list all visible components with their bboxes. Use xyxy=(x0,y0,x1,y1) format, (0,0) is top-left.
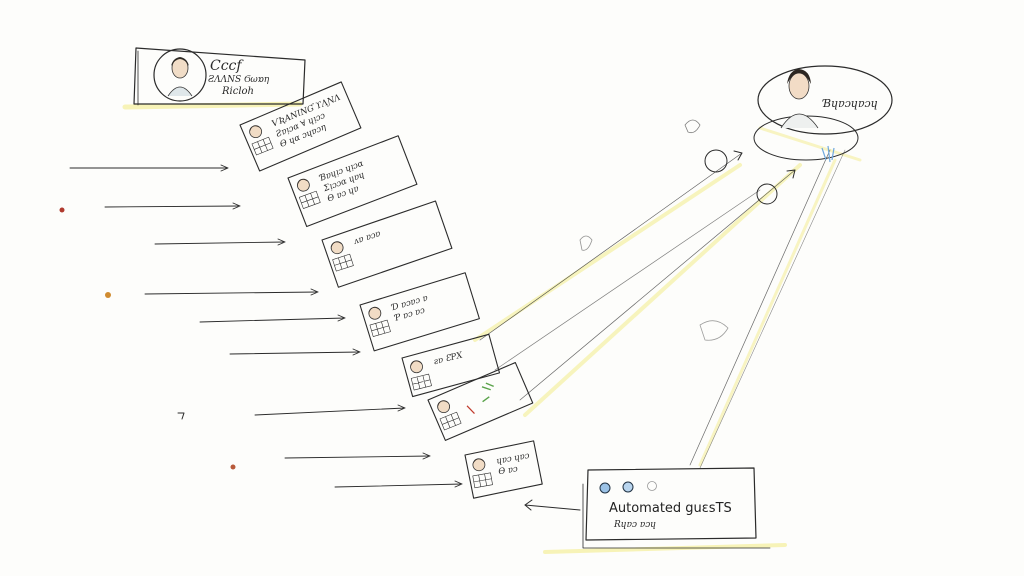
input-arrow xyxy=(229,348,361,356)
card-avatar xyxy=(296,178,321,209)
card-avatar xyxy=(437,400,462,431)
card-frame xyxy=(427,362,534,441)
input-arrow xyxy=(199,314,346,323)
card-label: ƨɐ ƐƤX xyxy=(433,350,465,367)
card-frame xyxy=(464,440,543,499)
top-person-card: Cccf ƧΛΛNS Ϭωɒη Ricloh xyxy=(133,47,306,106)
stray-dots xyxy=(59,207,236,470)
card-label: Ɵ ɐɔ xyxy=(498,464,519,477)
card-label: ᴧɐ ɐɔɐ xyxy=(352,229,382,247)
card-avatar xyxy=(330,241,354,272)
top-card-line3: Ricloh xyxy=(221,86,254,97)
card-frame xyxy=(239,81,362,172)
input-arrow xyxy=(284,452,431,460)
target-person-label: Ɓɥɐɔɥɐɔɥ xyxy=(822,97,878,110)
card-avatar xyxy=(410,360,432,391)
input-arrow xyxy=(69,164,229,172)
top-card-line1: Cccf xyxy=(210,58,244,74)
status-dot-2 xyxy=(622,481,634,493)
avatar xyxy=(167,57,193,97)
bubble-2 xyxy=(756,183,778,205)
green-check-marks xyxy=(481,382,494,403)
card-avatar xyxy=(368,306,391,337)
status-dot-3 xyxy=(647,481,657,491)
highlight-strokes xyxy=(122,101,862,554)
card-frame xyxy=(321,200,453,288)
avatar-circle xyxy=(153,48,207,102)
dot-red xyxy=(59,207,65,213)
top-card-line2: ƧΛΛNS Ϭωɒη xyxy=(208,75,270,85)
card-avatar xyxy=(472,458,493,489)
card-frame xyxy=(359,272,480,352)
card-frame xyxy=(287,135,418,228)
sparkle-icon xyxy=(821,145,835,163)
bubble-1 xyxy=(704,149,728,173)
input-arrows xyxy=(69,164,463,488)
automation-box: Automated guɛsTS Rɥɐɔ ɐɔɥ xyxy=(524,467,771,549)
status-dot-1 xyxy=(599,482,611,494)
target-avatar xyxy=(780,69,819,129)
input-arrow xyxy=(154,238,286,246)
target-person-bubble: Ɓɥɐɔɥɐɔɥ xyxy=(753,65,893,163)
automation-title: Automated guɛsTS xyxy=(609,501,732,516)
input-arrow xyxy=(104,202,241,210)
input-arrow xyxy=(144,288,319,296)
connector-lines xyxy=(479,149,846,469)
automation-subtitle: Rɥɐɔ ɐɔɥ xyxy=(613,520,656,530)
dot-orange xyxy=(105,292,111,298)
card-frame xyxy=(401,333,501,398)
dot-brown xyxy=(230,464,236,470)
input-arrow xyxy=(334,480,463,488)
floating-bubbles xyxy=(579,119,778,341)
card-avatar xyxy=(249,125,274,156)
input-arrow xyxy=(254,404,406,416)
workflow-card: Ɗ ɐɔɐɔ ɐƤ ɐɔ ɐɔ xyxy=(359,272,480,352)
workflow-card xyxy=(427,362,534,441)
